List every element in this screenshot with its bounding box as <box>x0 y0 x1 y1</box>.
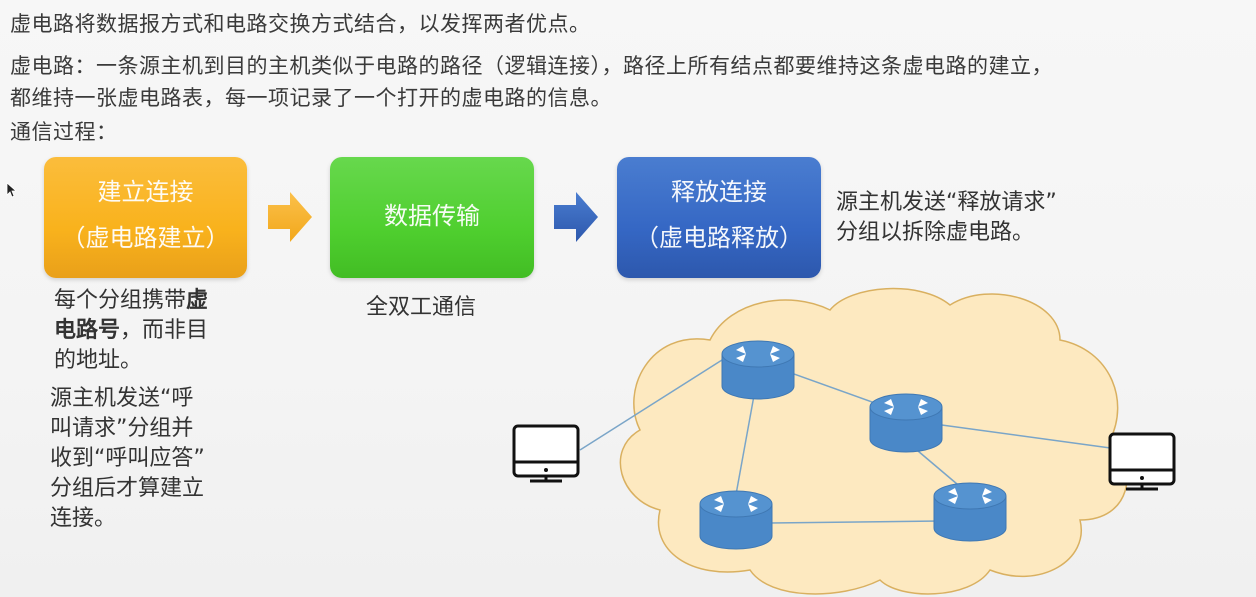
release-note-line-1: 源主机发送“释放请求” <box>836 190 1057 215</box>
setup-note-text: ，而非目 <box>120 318 209 343</box>
network-diagram <box>512 287 1176 595</box>
arrow-right-icon <box>268 192 312 242</box>
step-release-title: 释放连接 <box>671 178 767 206</box>
arrow-right-icon <box>554 192 598 242</box>
setup-note-b: 源主机发送“呼 叫请求”分组并 收到“呼叫应答” 分组后才算建立 连接。 <box>50 384 205 534</box>
computer-icon <box>512 424 580 483</box>
step-transfer-title: 数据传输 <box>384 202 480 230</box>
router-icon <box>699 340 1007 550</box>
intro-text: 虚电路将数据报方式和电路交换方式结合，以发挥两者优点。 <box>10 12 591 36</box>
step-setup-title: 建立连接 <box>97 178 194 206</box>
transfer-note: 全双工通信 <box>366 295 477 320</box>
setup-note-line: 收到“呼叫应答” <box>50 446 205 471</box>
process-label: 通信过程： <box>10 120 118 144</box>
release-note-line-2: 分组以拆除虚电路。 <box>836 220 1035 245</box>
step-transfer-box: 数据传输 <box>330 157 534 278</box>
definition-line-2: 都维持一张虚电路表，每一项记录了一个打开的虚电路的信息。 <box>10 86 612 110</box>
step-setup-box: 建立连接 （虚电路建立） <box>44 157 247 278</box>
step-setup-subtitle: （虚电路建立） <box>61 224 230 252</box>
setup-note-bold: 电路号 <box>54 318 121 343</box>
setup-note-line: 源主机发送“呼 <box>50 386 194 411</box>
mouse-cursor-icon <box>6 182 18 198</box>
setup-note-text: 的地址。 <box>54 348 143 373</box>
setup-note-line: 分组后才算建立 <box>50 476 205 501</box>
step-release-subtitle: （虚电路释放） <box>635 224 803 252</box>
setup-note-line: 连接。 <box>50 506 117 531</box>
setup-note-a: 每个分组携带虚 电路号，而非目 的地址。 <box>54 286 208 376</box>
setup-note-line: 叫请求”分组并 <box>50 416 194 441</box>
computer-icon <box>1108 432 1176 491</box>
step-release-box: 释放连接 （虚电路释放） <box>617 157 821 278</box>
definition-line-1: 虚电路：一条源主机到目的主机类似于电路的路径（逻辑连接），路径上所有结点都要维持… <box>10 54 1053 78</box>
release-note: 源主机发送“释放请求” 分组以拆除虚电路。 <box>836 188 1057 248</box>
setup-note-bold: 虚 <box>186 288 209 313</box>
setup-note-text: 每个分组携带 <box>54 288 187 313</box>
